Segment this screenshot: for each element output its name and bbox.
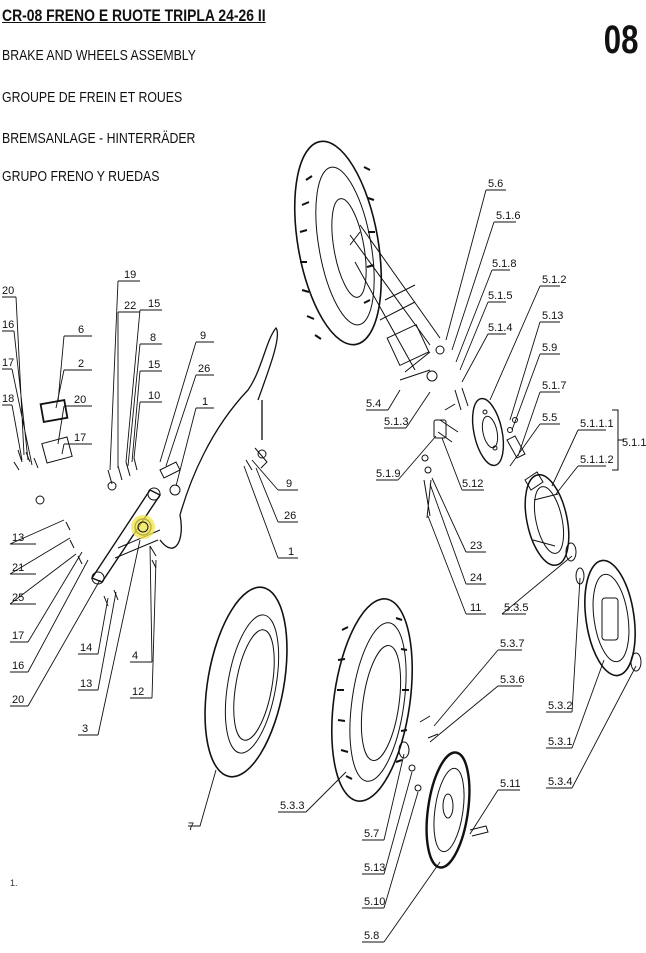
label: 5.3.1 [548,736,572,748]
plain-tyre [204,586,288,778]
label: 5.3.4 [548,776,572,788]
label: 5.1.8 [492,258,516,270]
label: 16 [2,319,14,331]
diagram-title: CR-08 FRENO E RUOTE TRIPLA 24-26 II [2,6,266,25]
label: 21 [12,562,24,574]
label: 1 [288,546,294,558]
label: 12 [132,686,144,698]
label: 5.12 [462,478,483,490]
footnote: 1. [10,878,18,888]
label: 5.1.9 [376,468,400,480]
label: 5.3.3 [280,800,304,812]
label: 26 [198,363,210,375]
label: 20 [2,285,14,297]
label: 5.3.5 [504,602,528,614]
brake-hub-assembly [421,387,642,677]
label: 5.10 [364,896,385,908]
label: 2 [78,358,84,370]
label: 5.1.4 [488,322,512,334]
leader-lines [2,189,637,943]
label: 5.3.6 [500,674,524,686]
label: 5.3.2 [548,700,572,712]
label: 5.13 [542,310,563,322]
label: 5.9 [542,342,557,354]
label: 23 [470,540,482,552]
label: 17 [2,357,14,369]
reference-labels: 20 16 17 18 6 2 20 17 19 22 15 8 15 10 9… [2,178,646,942]
label: 5.1.6 [496,210,520,222]
brake-lever-cable [13,326,278,607]
label: 18 [2,393,14,405]
label: 5.8 [364,930,379,942]
label: 13 [80,678,92,690]
label: 5.13 [364,862,385,874]
label: 26 [284,510,296,522]
label: 6 [78,324,84,336]
label: 5.11 [500,778,521,790]
subtitle-german: BREMSANLAGE - HINTERRÄDER [2,130,196,147]
label: 11 [470,602,481,614]
label: 15 [148,359,160,371]
subtitle-french: GROUPE DE FREIN ET ROUES [2,89,183,106]
label: 3 [82,723,88,735]
label: 10 [148,390,160,402]
label: 15 [148,298,160,310]
label: 5.1.1.2 [580,454,614,466]
label: 8 [150,332,156,344]
label: 5.1.2 [542,274,566,286]
subtitle-english: BRAKE AND WHEELS ASSEMBLY [2,47,196,64]
label: 19 [124,269,136,281]
label: 5.1.3 [384,416,408,428]
label: 7 [188,821,194,833]
highlight-marker [131,515,155,539]
label: 22 [124,300,136,312]
label: 13 [12,532,24,544]
label: 5.1.1 [622,437,646,449]
label: 9 [200,330,206,342]
label: 5.4 [366,398,381,410]
label: 5.7 [364,828,379,840]
label: 17 [74,432,86,444]
label: 1 [202,396,208,408]
label: 5.3.7 [500,638,524,650]
label: 16 [12,660,24,672]
label: 5.1.5 [488,290,512,302]
label: 5.1.1.1 [580,418,614,430]
label: 5.6 [488,178,503,190]
label: 14 [80,642,92,654]
label: 5.1.7 [542,380,566,392]
label: 20 [12,694,24,706]
label: 17 [12,630,24,642]
label: 25 [12,592,24,604]
label: 9 [286,478,292,490]
page-number: 08 [603,18,638,62]
label: 20 [74,394,86,406]
group-bracket [612,409,624,471]
label: 5.5 [542,412,557,424]
lower-wheel [330,598,489,869]
label: 4 [132,650,138,662]
subtitle-spanish: GRUPO FRENO Y RUEDAS [2,168,160,185]
label: 24 [470,572,482,584]
top-wheel-assembly [293,140,445,382]
